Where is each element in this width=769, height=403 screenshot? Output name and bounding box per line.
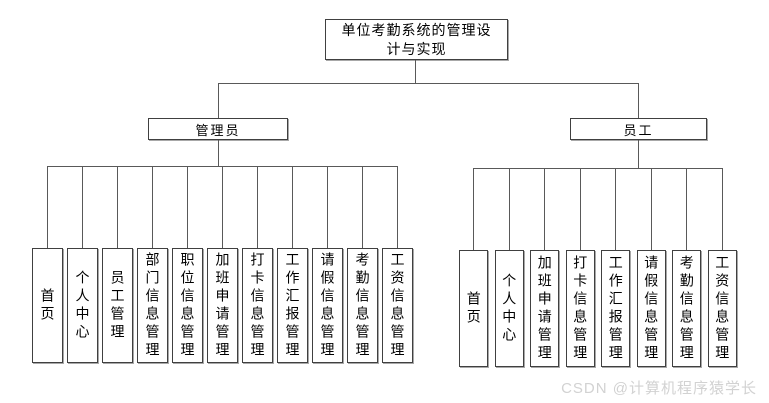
csdn-watermark: CSDN @计算机程序猿学长: [561, 380, 757, 397]
connector-drop-line: [257, 166, 258, 248]
connector-root-horizontal: [218, 83, 639, 84]
tree-leaf: 员工管理: [102, 248, 133, 363]
tree-leaf: 工资信息管理: [707, 250, 737, 367]
tree-leaf: 打卡信息管理: [242, 248, 273, 363]
tree-leaf-label: 打卡信息管理: [249, 251, 266, 360]
connector-drop-line: [579, 168, 581, 250]
root-title-line-1: 单位考勤系统的管理设: [341, 21, 492, 38]
tree-leaf: 考勤信息管理: [347, 248, 378, 363]
tree-leaf: 部门信息管理: [137, 248, 168, 363]
tree-leaf-label: 工作汇报管理: [284, 251, 301, 360]
tree-leaf: 加班申请管理: [207, 248, 238, 363]
connector-drop-line: [686, 168, 688, 250]
branch-box-employee: 员工: [570, 118, 707, 140]
tree-leaf-label: 首页: [465, 290, 482, 327]
tree-leaf: 请假信息管理: [636, 250, 666, 367]
branch-admin-label: 管理员: [195, 122, 241, 138]
tree-leaf-label: 个人中心: [74, 269, 91, 342]
tree-leaf: 考勤信息管理: [672, 250, 702, 367]
tree-leaf-label: 首页: [39, 287, 56, 324]
connector-to-admin: [218, 83, 219, 118]
connector-drop-line: [82, 166, 83, 248]
tree-leaf-label: 考勤信息管理: [354, 251, 371, 360]
diagram-root-box: 单位考勤系统的管理设 计与实现: [325, 19, 508, 60]
connector-drop-line: [47, 166, 48, 248]
connector-drop-line: [650, 168, 652, 250]
admin-children-group: 首页 个人中心 员工管理 部门信息管理 职位信息管理 加班申请管理 打卡信息管理…: [30, 166, 415, 363]
connector-drop-line: [544, 168, 546, 250]
connector-drop-line: [615, 168, 617, 250]
tree-leaf-label: 请假信息管理: [643, 254, 660, 363]
connector-drop-line: [508, 168, 510, 250]
connector-to-employee: [638, 83, 639, 118]
tree-leaf-label: 员工管理: [109, 269, 126, 342]
connector-drop-line: [117, 166, 118, 248]
branch-employee-label: 员工: [623, 122, 654, 138]
tree-leaf-label: 工资信息管理: [389, 251, 406, 360]
tree-leaf: 个人中心: [494, 250, 524, 367]
tree-leaf-label: 职位信息管理: [179, 251, 196, 360]
tree-leaf: 职位信息管理: [172, 248, 203, 363]
tree-leaf-label: 请假信息管理: [319, 251, 336, 360]
connector-drop-line: [327, 166, 328, 248]
tree-leaf-label: 部门信息管理: [144, 251, 161, 360]
tree-leaf: 工资信息管理: [382, 248, 413, 363]
connector-drop-line: [187, 166, 188, 248]
connector-employee-down: [638, 140, 639, 168]
tree-leaf-label: 工资信息管理: [714, 254, 731, 363]
tree-leaf-label: 打卡信息管理: [572, 254, 589, 363]
connector-admin-rail: [47, 166, 398, 167]
connector-root-stub: [415, 60, 416, 83]
tree-leaf: 首页: [459, 250, 489, 367]
connector-drop-line: [292, 166, 293, 248]
tree-leaf: 工作汇报管理: [277, 248, 308, 363]
tree-leaf: 请假信息管理: [312, 248, 343, 363]
connector-drop-line: [222, 166, 223, 248]
connector-admin-down: [218, 140, 219, 166]
tree-leaf-label: 加班申请管理: [536, 254, 553, 363]
tree-leaf-label: 考勤信息管理: [678, 254, 695, 363]
tree-leaf-label: 工作汇报管理: [607, 254, 624, 363]
tree-leaf: 工作汇报管理: [601, 250, 631, 367]
connector-drop-line: [397, 166, 398, 248]
tree-leaf: 打卡信息管理: [565, 250, 595, 367]
tree-leaf: 首页: [32, 248, 63, 363]
tree-leaf-label: 个人中心: [501, 272, 518, 345]
connector-drop-line: [721, 168, 723, 250]
connector-drop-line: [473, 168, 475, 250]
connector-employee-rail: [473, 168, 723, 169]
tree-leaf: 加班申请管理: [530, 250, 560, 367]
root-title-line-2: 计与实现: [386, 40, 447, 57]
tree-leaf: 个人中心: [67, 248, 98, 363]
connector-drop-line: [362, 166, 363, 248]
connector-drop-line: [152, 166, 153, 248]
tree-leaf-label: 加班申请管理: [214, 251, 231, 360]
employee-children-group: 首页 个人中心 加班申请管理 打卡信息管理 工作汇报管理 请假信息管理 考勤信息…: [456, 168, 740, 367]
branch-box-admin: 管理员: [148, 118, 288, 140]
